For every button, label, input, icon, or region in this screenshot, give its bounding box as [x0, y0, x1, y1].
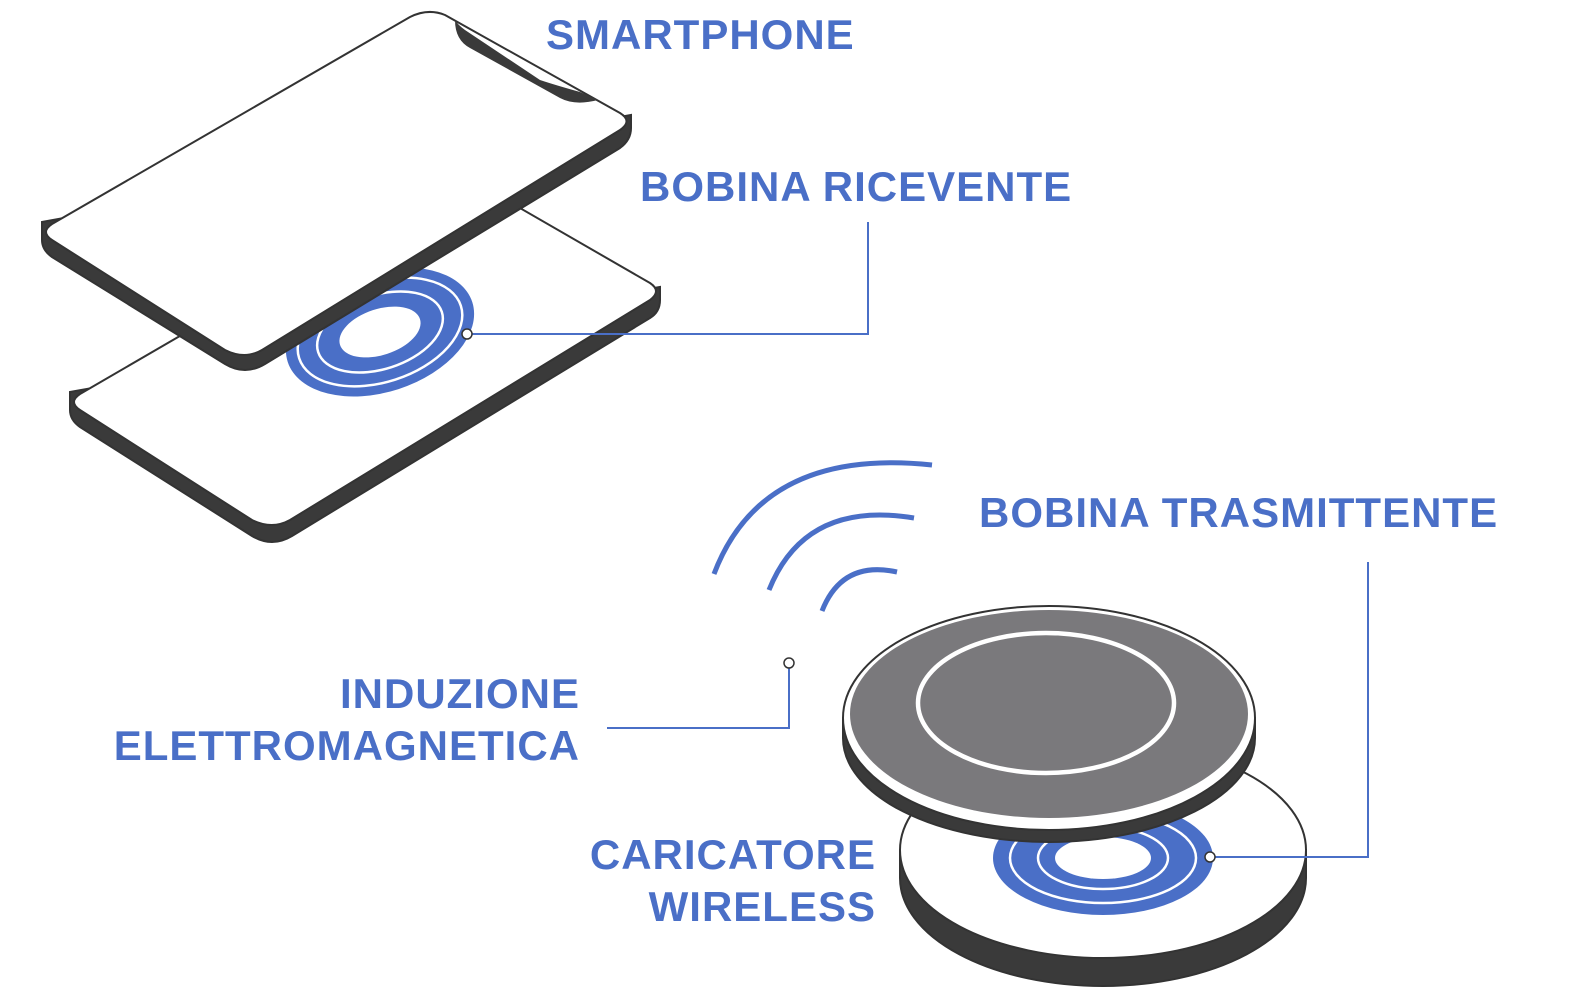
label-smartphone: SMARTPHONE [546, 9, 855, 61]
smartphone-notch [455, 20, 598, 103]
label-induction-line2: ELETTROMAGNETICA [113, 722, 580, 769]
label-charger-line2: WIRELESS [648, 883, 876, 930]
label-charger-line1: CARICATORE [589, 831, 876, 878]
label-transmitting-coil-text: BOBINA TRASMITTENTE [979, 489, 1499, 536]
label-smartphone-text: SMARTPHONE [546, 11, 855, 58]
callout-transmitting-coil [1204, 562, 1369, 863]
callout-receiving-coil [461, 222, 869, 340]
smartphone-screen [45, 11, 628, 356]
label-receiving-coil: BOBINA RICEVENTE [640, 161, 1072, 213]
label-charger: CARICATORE WIRELESS [590, 829, 876, 933]
callout-induction [607, 657, 795, 729]
wireless-waves-icon [711, 460, 933, 612]
smartphone-illustration [41, 11, 632, 371]
label-induction-line1: INDUZIONE [340, 670, 580, 717]
label-transmitting-coil: BOBINA TRASMITTENTE [979, 487, 1498, 539]
label-receiving-coil-text: BOBINA RICEVENTE [640, 163, 1073, 210]
charger-pad-illustration [842, 605, 1256, 843]
label-induction: INDUZIONE ELETTROMAGNETICA [114, 668, 580, 772]
